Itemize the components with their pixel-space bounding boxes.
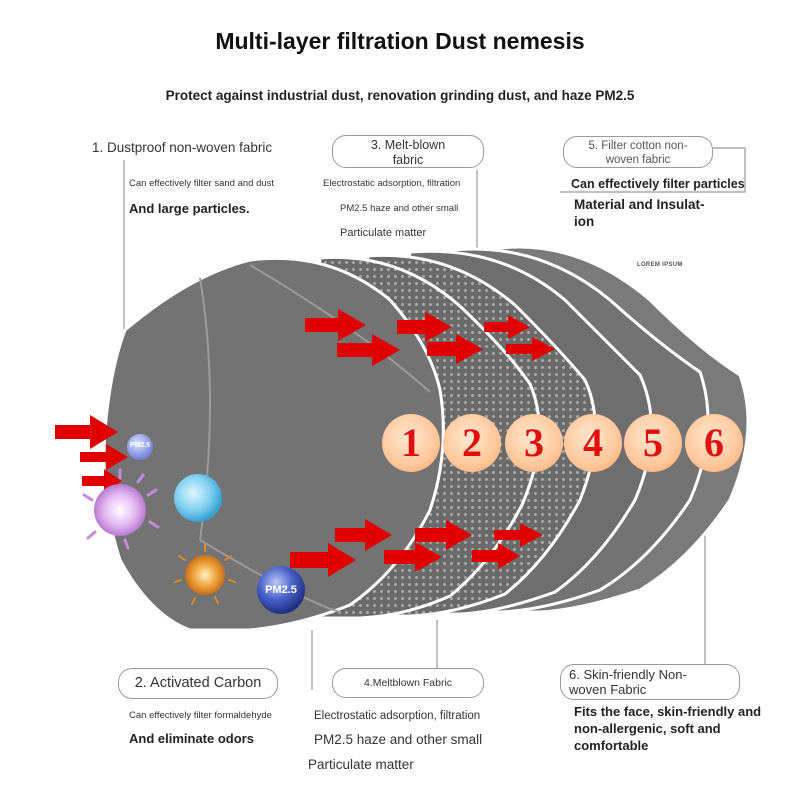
lorem-ipsum-label: LOREM IPSUM [637,262,683,268]
layer2-label-pill: 2. Activated Carbon [118,668,278,699]
layer1-line1: Can effectively filter sand and dust [129,178,275,189]
layer5-label-b: woven fabric [605,154,671,166]
layer-number-1: 1 [382,414,440,472]
layer-number-5: 5 [624,414,682,472]
layer3-label-b: fabric [392,153,424,167]
layer-number-2: 2 [443,414,501,472]
pm25-badge-icon [257,566,305,614]
layer3-label-a: 3. Melt-blown [370,138,446,152]
layer5-line2: Material and Insulat- [574,197,705,212]
layer6-label-a: 6. Skin-friendly Non- [569,667,687,682]
page-subtitle: Protect against industrial dust, renovat… [165,88,635,103]
layer4-line3: Particulate matter [308,757,414,772]
layer4-line2: PM2.5 haze and other small [314,732,483,747]
layer4-label-pill: 4.Meltblown Fabric [332,668,484,698]
layer5-line3: ion [574,214,595,229]
layer-number-4: 4 [564,414,622,472]
layer6-label-pill: 6. Skin-friendly Non- woven Fabric [560,664,740,700]
layer6-line3: comfortable [574,738,649,753]
layer5-label-pill: 5. Filter cotton non- woven fabric [563,136,713,168]
layer3-line1: Electrostatic adsorption, filtration [323,178,461,189]
layer2-line1: Can effectively filter formaldehyde [129,710,272,721]
layer1-label: 1. Dustproof non-woven fabric [92,140,273,155]
layer2-line2: And eliminate odors [129,731,254,746]
layer4-label: 4.Meltblown Fabric [363,677,453,689]
pm25-small-label: PM2.5 [129,442,151,449]
layer3-label-pill: 3. Melt-blown fabric [332,135,484,168]
bacteria-icon [82,468,160,550]
layer5-label-a: 5. Filter cotton non- [588,140,688,152]
layer-number-3: 3 [505,414,563,472]
red-arrow-icon [55,309,555,577]
page-title: Multi-layer filtration Dust nemesis [215,28,585,54]
layer6-line2: non-allergenic, soft and [574,721,721,736]
virus-icon [174,544,236,605]
pm25-badge-icon [127,434,153,460]
layer4-line1: Electrostatic adsorption, filtration [314,710,481,722]
layer5-line1: Can effectively filter particles [571,177,745,191]
layer-number-6: 6 [685,414,743,472]
layer1-line2: And large particles. [129,201,250,216]
layer3-line2: PM2.5 haze and other small [340,203,459,214]
layer6-line1: Fits the face, skin-friendly and [574,704,762,719]
layer2-label: 2. Activated Carbon [134,675,262,691]
layer6-label-b: woven Fabric [569,682,647,697]
pm25-large-label: PM2.5 [265,584,297,596]
layer3-line3: Particulate matter [340,227,427,239]
particle-icon [174,474,222,522]
